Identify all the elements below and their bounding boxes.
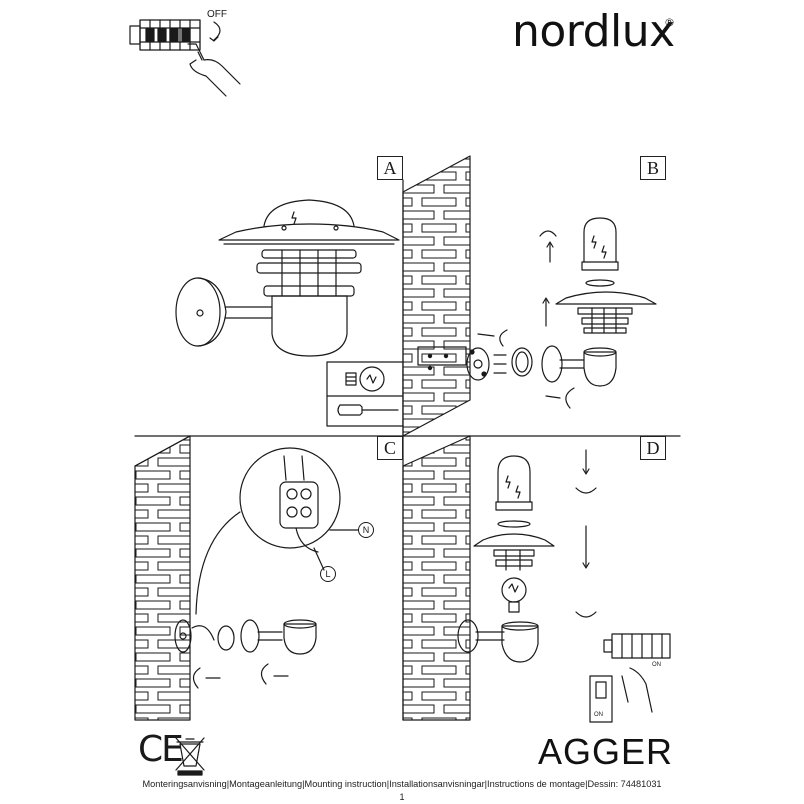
- step-label-d: D: [640, 436, 666, 460]
- neutral-wire-label: N: [358, 522, 374, 538]
- product-name: AGGER: [538, 731, 674, 772]
- step-label-c: C: [377, 436, 403, 460]
- weee-bin-icon: [175, 737, 205, 776]
- switch-off-label: OFF: [207, 9, 227, 20]
- wall-bottom: [402, 435, 471, 721]
- breaker-off-icon: [129, 19, 241, 97]
- registered-mark: ®: [664, 16, 675, 29]
- breaker-on-label: ON: [652, 662, 661, 668]
- panel-c-wiring: [134, 435, 359, 721]
- wall-top: [402, 155, 471, 437]
- panel-a-lamp: [175, 199, 400, 357]
- panel-d-assembly: [457, 449, 671, 723]
- ce-mark: CE: [138, 729, 184, 770]
- switch-on-label: ON: [594, 712, 603, 718]
- step-label-a: A: [377, 156, 403, 180]
- page-number: 1: [399, 792, 405, 802]
- brand-logo: nordlux: [512, 6, 675, 57]
- footer-instructions: Monteringsanvisning|Montageanleitung|Mou…: [142, 779, 662, 789]
- live-wire-label: L: [320, 566, 336, 582]
- panel-b-exploded: [417, 217, 657, 409]
- bulb-screwdriver-box: [326, 361, 404, 427]
- step-label-b: B: [640, 156, 666, 180]
